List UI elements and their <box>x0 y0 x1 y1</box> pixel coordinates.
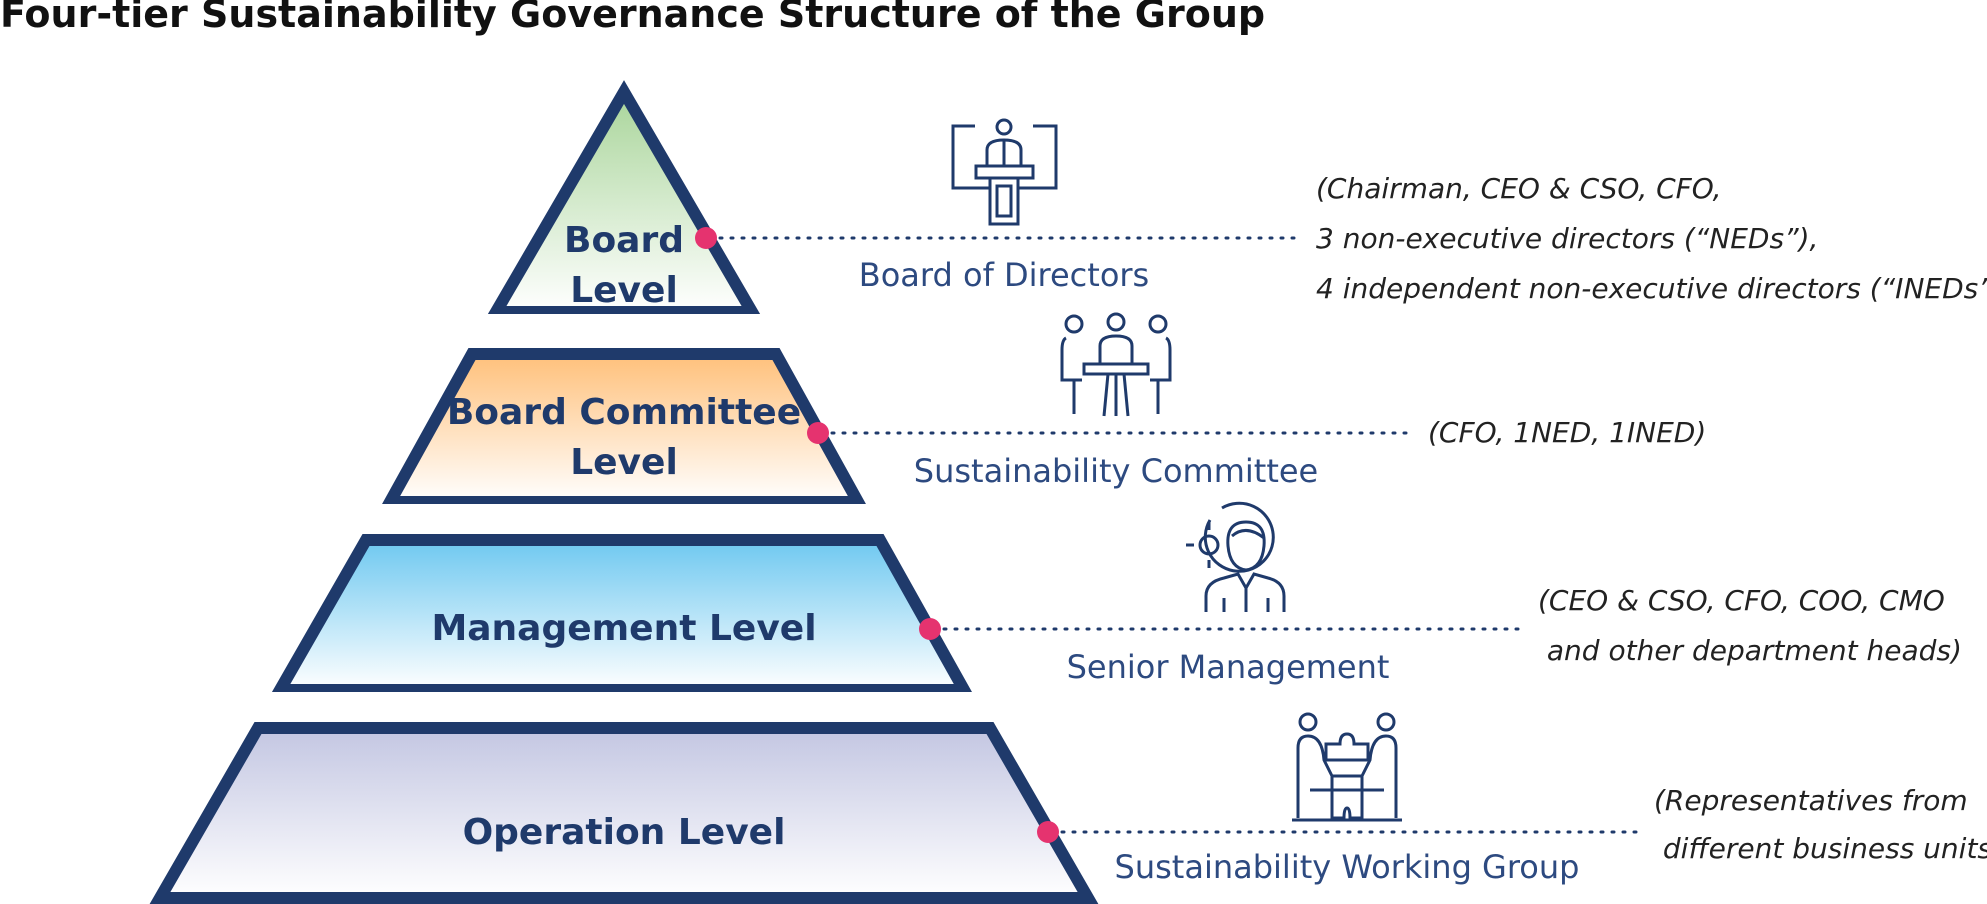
tier-management-body-name: Senior Management <box>1067 648 1390 686</box>
tier-management-connector-dot <box>919 618 941 640</box>
tier-management: Management Level Senior Management (CEO … <box>260 501 1962 704</box>
tier-management-members-line2: and other department heads) <box>1538 634 1962 667</box>
teamwork-puzzle-icon <box>1292 712 1402 822</box>
tier-operation: Operation Level Sustainability Working G… <box>149 712 1987 904</box>
tier-committee-label-line1: Board Committee <box>447 392 801 433</box>
tier-operation-shape <box>149 722 1099 904</box>
tier-board-members-line1: (Chairman, CEO & CSO, CFO, <box>1316 172 1722 205</box>
tier-board-shape <box>485 80 763 318</box>
tier-management-members-line1: (CEO & CSO, CFO, COO, CMO <box>1538 584 1945 617</box>
tier-board-members-line2: 3 non-executive directors (“NEDs”), <box>1316 222 1818 255</box>
tier-board: Board Level Board of Directors (Chairman… <box>480 80 1987 326</box>
tier-committee-body-name: Sustainability Committee <box>914 452 1318 490</box>
tier-operation-connector-dot <box>1037 821 1059 843</box>
tier-board-members-line3: 4 independent non-executive directors (“… <box>1316 272 1987 305</box>
tier-committee-shape <box>379 348 869 508</box>
meeting-table-icon <box>1060 312 1172 417</box>
tier-committee-members-line1: (CFO, 1NED, 1INED) <box>1428 416 1706 449</box>
tier-operation-members-line2: different business units) <box>1654 832 1987 865</box>
tier-committee: Board Committee Level Sustainability Com… <box>370 312 1706 516</box>
tier-operation-body-name: Sustainability Working Group <box>1115 848 1580 886</box>
podium-speaker-icon <box>951 118 1058 226</box>
tier-operation-members-line1: (Representatives from <box>1654 784 1968 817</box>
tier-committee-label-line2: Level <box>570 442 678 483</box>
tier-board-connector-dot <box>695 227 717 249</box>
tier-committee-connector-dot <box>807 422 829 444</box>
manager-gear-icon <box>1186 501 1286 612</box>
tier-board-label-line2: Level <box>570 270 678 311</box>
tier-operation-label: Operation Level <box>463 812 786 853</box>
tier-management-label: Management Level <box>431 608 816 649</box>
tier-management-shape <box>269 534 975 696</box>
tier-board-label-line1: Board <box>564 220 684 261</box>
diagram-title: Four-tier Sustainability Governance Stru… <box>0 0 1266 36</box>
tier-board-body-name: Board of Directors <box>859 256 1149 294</box>
